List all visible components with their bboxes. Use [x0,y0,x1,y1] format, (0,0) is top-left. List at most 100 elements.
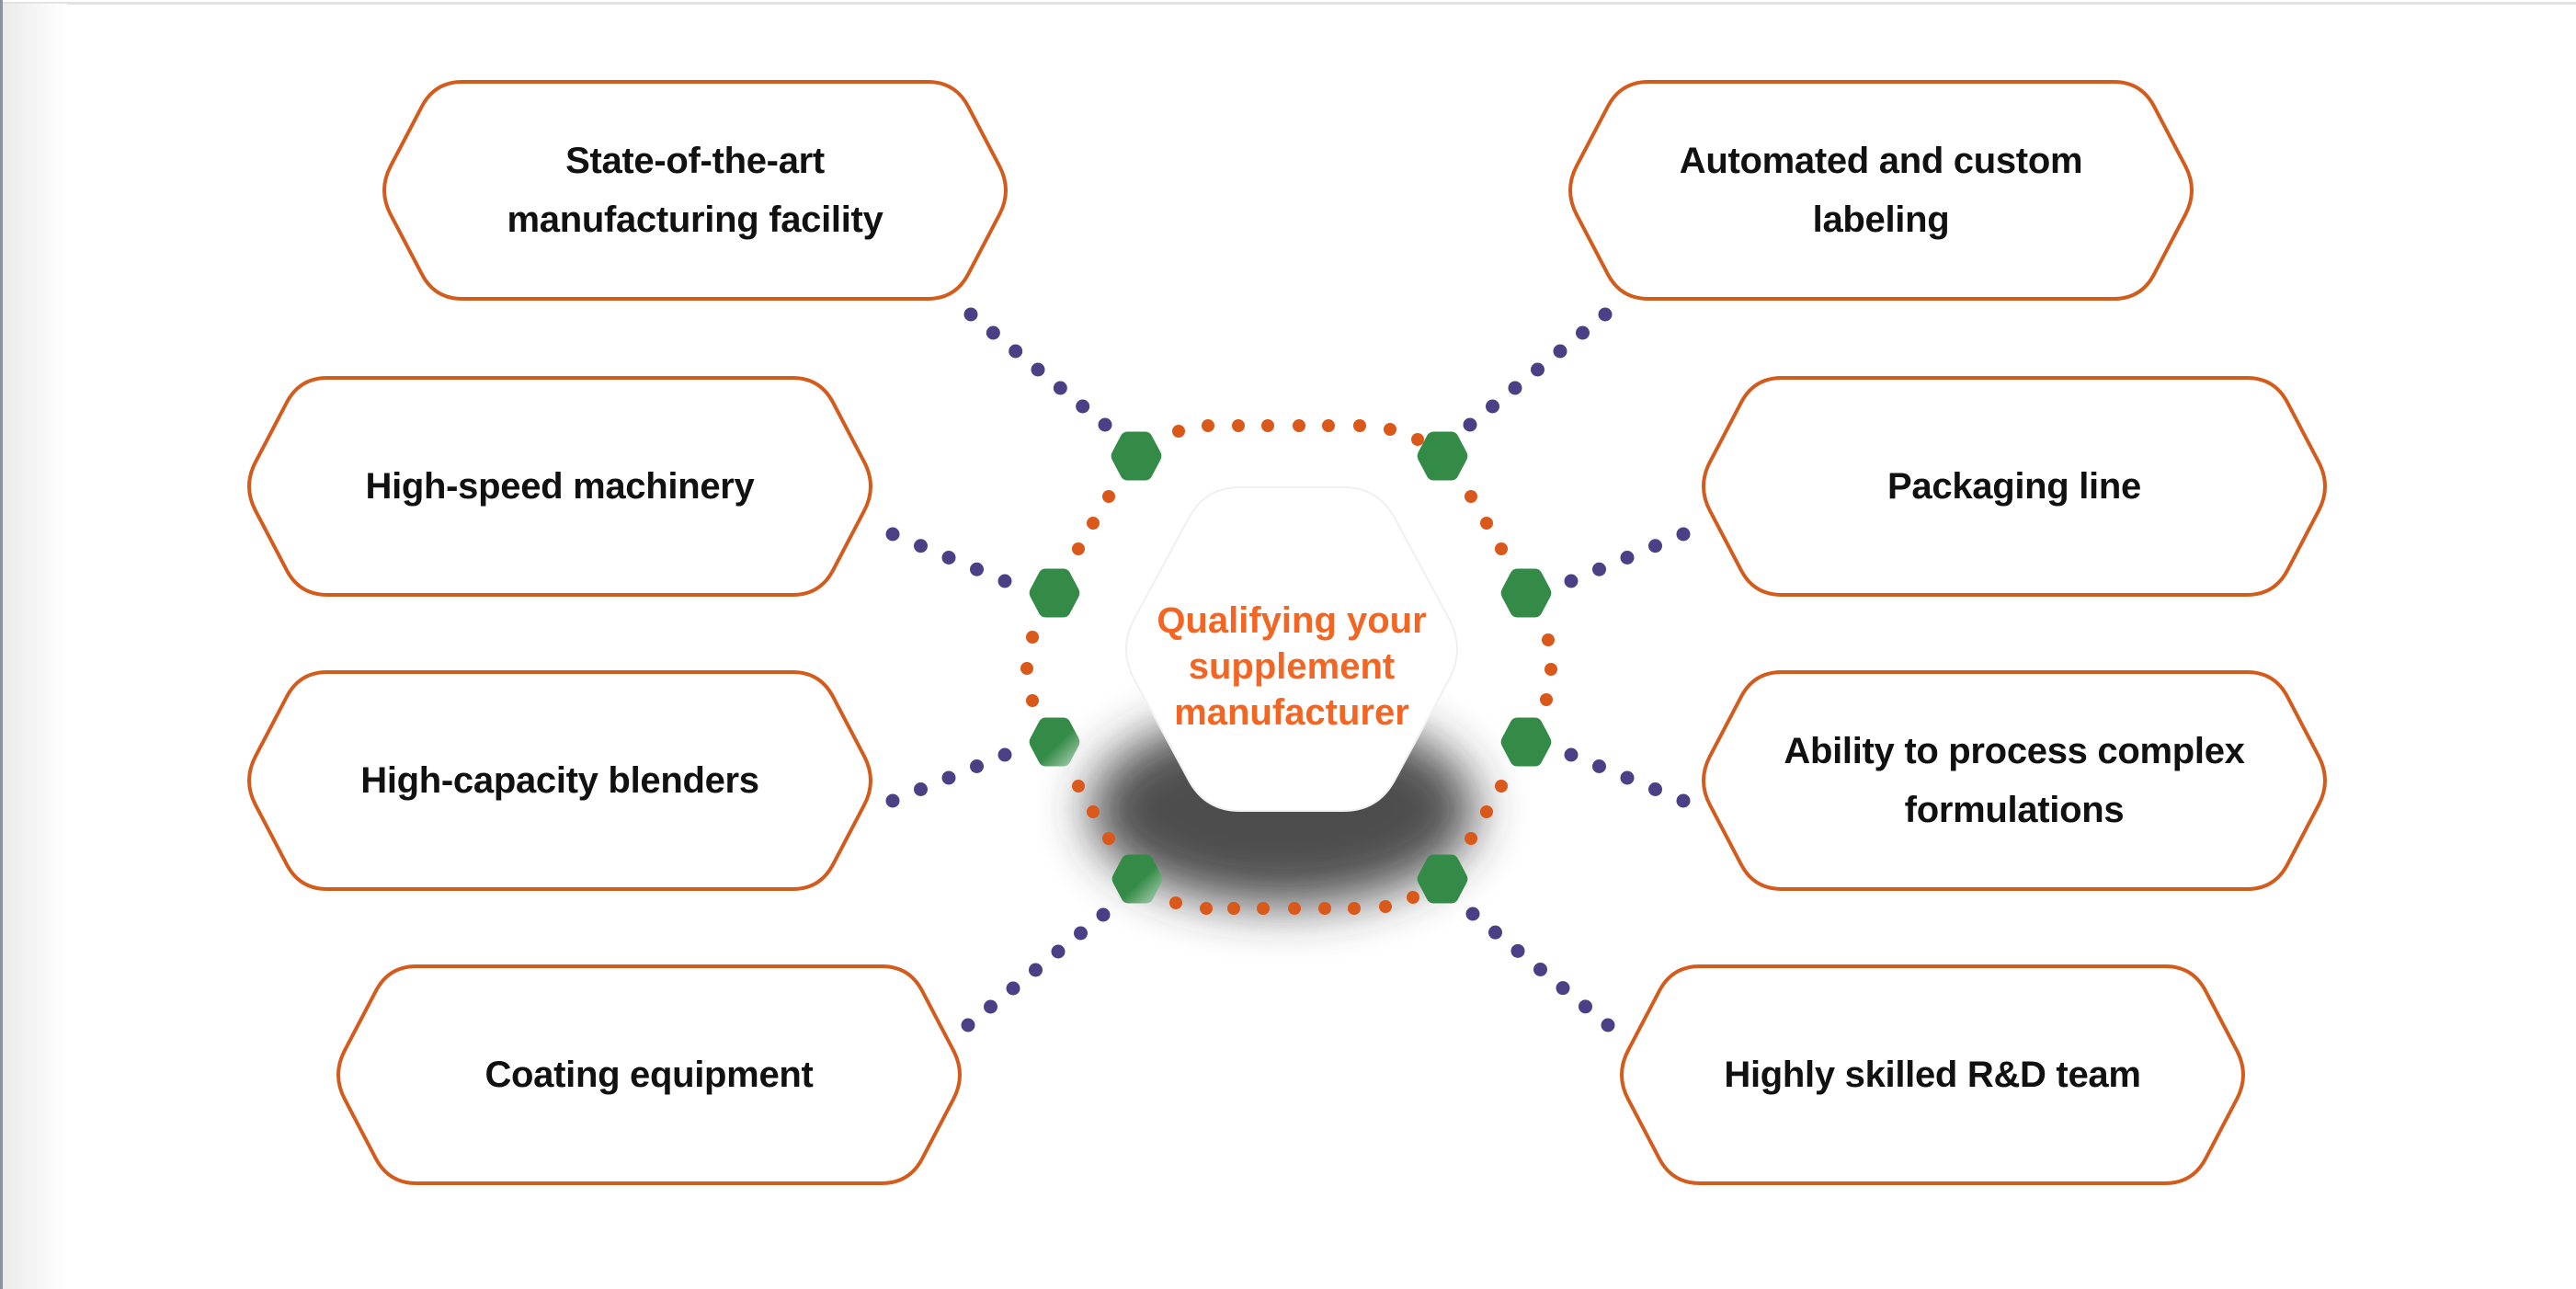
feature-label-complex-formulations: Ability to process complex formulations [1697,672,2331,889]
connector-high-speed-machinery [885,527,1012,588]
connector-complex-formulations [1564,747,1691,808]
connector-lines [885,307,1691,1032]
feature-box-state-of-the-art [382,80,1008,301]
ring-dot [1261,419,1274,432]
hexagon-node-icon [1029,717,1080,767]
center-hexagon [1125,486,1458,812]
connector-dot [1465,907,1480,921]
connector-dot [1556,981,1570,996]
connector-dot [1598,307,1613,322]
ring-dot [1087,517,1100,530]
ring-dot [1020,662,1033,675]
connector-dot [1576,325,1590,340]
feature-box-high-capacity-blenders [247,670,872,891]
ring-dot [1200,902,1213,915]
connector-high-capacity-blenders [885,747,1012,808]
feature-label-line: manufacturing facility [507,200,883,240]
connector-dot [1553,344,1567,359]
ring-dot [1087,805,1100,818]
connector-dot [970,759,984,773]
hexagon-node-icon [1500,717,1552,767]
connector-dot [1031,362,1045,377]
connector-dot [1074,926,1088,941]
connector-dot [885,793,900,808]
window-left-shade [3,4,67,1289]
feature-label-line: Packaging line [1887,466,2141,507]
connector-dot [1533,963,1547,976]
ring-dot [1411,433,1424,446]
ring-dot [1465,490,1477,503]
ring-dot [1232,419,1245,432]
feature-label-line: labeling [1812,200,1950,240]
ring-dot [1348,902,1361,915]
hexagon-node-icon [1029,568,1080,618]
connector-dot [1510,943,1525,958]
window-top-border [0,2,2576,5]
connector-dot [1531,362,1544,377]
feature-label-line: Highly skilled R&D team [1724,1055,2141,1095]
connector-dot [1601,1018,1615,1032]
connector-dot [997,747,1012,762]
ring-dot [1542,633,1555,646]
hexagon-node-icon [1111,431,1162,481]
feature-label-line: Coating equipment [484,1055,814,1095]
ring-dot [1169,896,1182,909]
connector-dot [1648,539,1662,553]
connector-coating-equipment [961,907,1111,1032]
connector-dot [1564,747,1579,762]
ring-dot [1540,693,1553,706]
connector-dot [1620,551,1635,565]
connector-dot [1009,344,1023,359]
feature-boxes [247,80,2327,1185]
connector-rd-team [1465,907,1615,1032]
feature-box-rd-team [1620,964,2245,1185]
center-title-line-1: Qualifying your [1157,600,1427,641]
connector-dot [1486,399,1499,414]
feature-label-coating-equipment: Coating equipment [332,966,966,1183]
connector-dot [1076,399,1090,414]
feature-label-line: formulations [1904,790,2125,830]
connector-dot [914,539,928,553]
connector-dot [986,325,1000,340]
ring-dot [1379,900,1392,913]
connector-dot [961,1018,975,1032]
center-title: Qualifying your supplement manufacturer [1131,588,1453,745]
ring-dot [1495,780,1508,793]
connector-dot [1508,381,1522,395]
ring-dot [1353,419,1366,432]
ring-dot [1322,419,1335,432]
ring-dot [1384,423,1396,436]
ring-dot [1544,663,1557,676]
connector-dot [1053,381,1067,395]
connector-dot [1676,527,1691,542]
ring-dot [1227,902,1240,915]
center-title-line-2: supplement [1188,646,1396,687]
connector-dot [1676,793,1691,808]
connector-dot [1463,417,1477,432]
connector-dot [914,782,928,796]
connector-dot [1648,782,1662,796]
ring-dot [1480,805,1493,818]
connector-dot [1006,981,1020,996]
connector-dot [963,307,978,322]
connector-packaging-line [1564,527,1691,588]
connector-dot [1592,562,1606,576]
feature-label-packaging-line: Packaging line [1697,378,2331,595]
hexagon-node-icon [1417,431,1468,481]
connector-dot [997,574,1012,588]
feature-box-coating-equipment [336,964,962,1185]
connector-dot [1592,759,1606,773]
feature-label-line: Ability to process complex [1784,731,2245,771]
feature-label-line: High-speed machinery [365,466,755,507]
connector-automated-labeling [1463,307,1613,432]
connector-dot [1488,925,1502,940]
dotted-ring [1020,419,1557,915]
connector-dot [1051,944,1066,959]
connector-dot [941,770,956,785]
connector-dot [970,562,984,576]
connector-dot [1096,907,1111,922]
feature-label-high-speed-machinery: High-speed machinery [243,378,877,595]
